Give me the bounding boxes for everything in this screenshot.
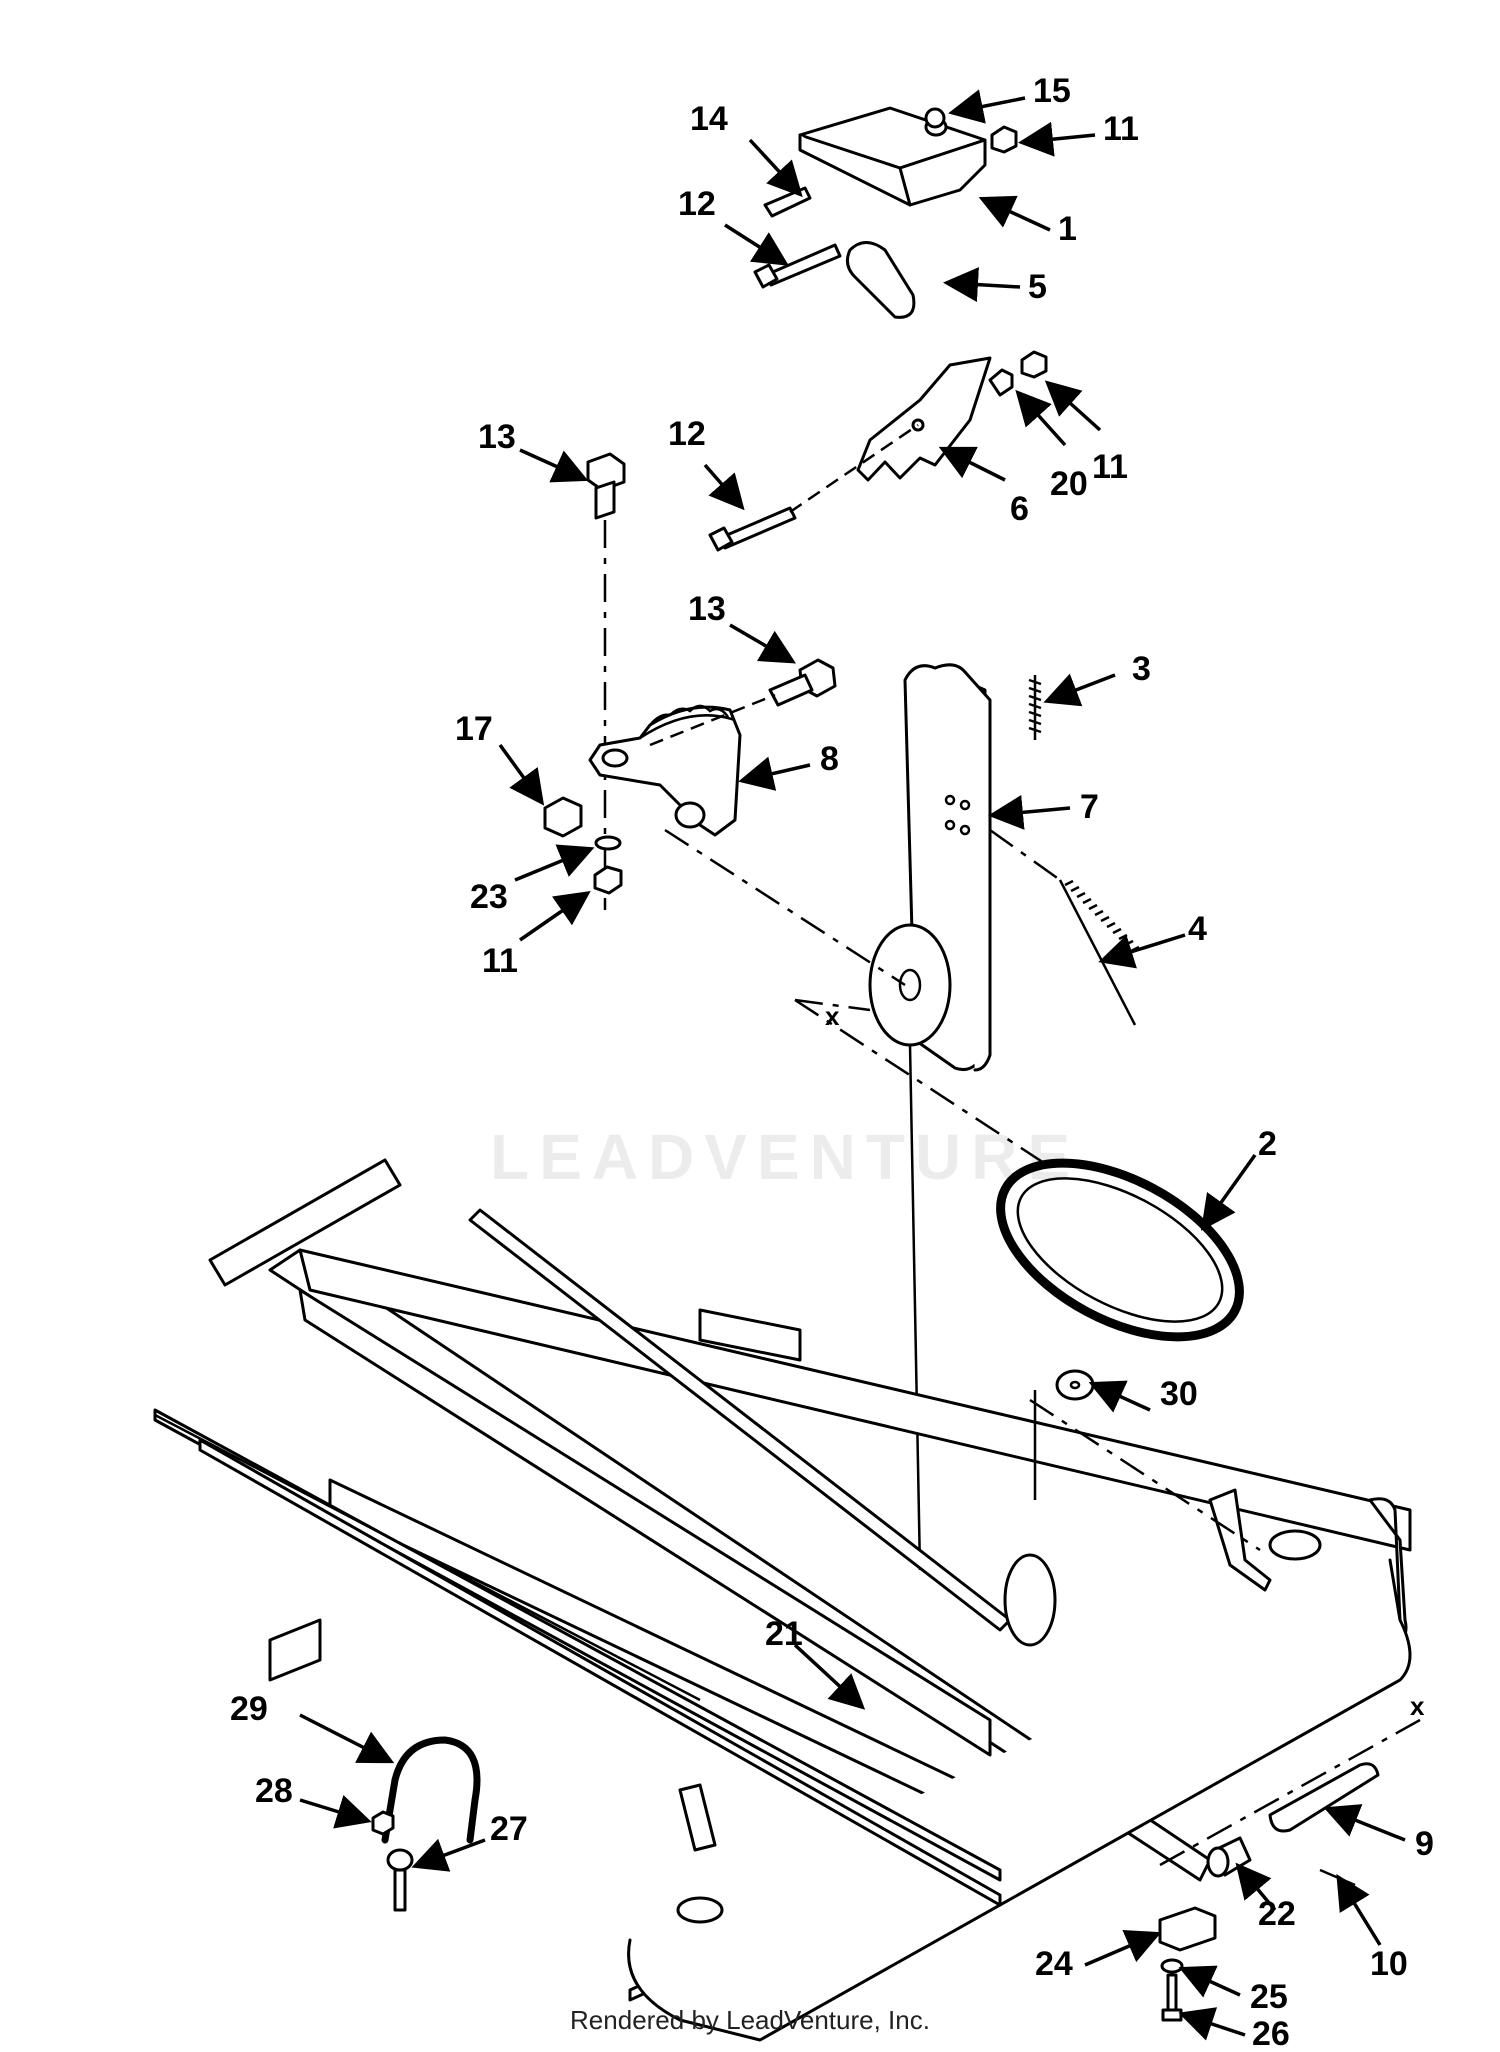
callout-4: 4 <box>1188 910 1207 948</box>
callout-2: 2 <box>1258 1125 1277 1163</box>
callout-11: 11 <box>1103 110 1139 148</box>
callout-x: x <box>825 1001 840 1031</box>
callout-11: 11 <box>1092 448 1128 486</box>
callout-26: 26 <box>1252 2015 1290 2052</box>
spring-small-part <box>1028 675 1042 740</box>
callout-7: 7 <box>1080 788 1099 826</box>
callout-29: 29 <box>230 1690 268 1728</box>
sprocket-part <box>868 923 952 1047</box>
callout-5: 5 <box>1028 268 1047 306</box>
chain-loop-part <box>996 1158 1244 1342</box>
bolt-part-3 <box>586 452 626 520</box>
callout-13: 13 <box>478 418 516 456</box>
callout-22: 22 <box>1258 1895 1296 1933</box>
callout-28: 28 <box>255 1772 293 1810</box>
pedal-bracket-part <box>798 106 987 207</box>
spacer-part-2 <box>543 796 583 838</box>
link-part <box>845 241 916 319</box>
bolt-part-2 <box>708 506 797 552</box>
callout-1: 1 <box>1058 210 1077 248</box>
watermark: LEADVENTURE <box>490 1121 1081 1193</box>
callout-3: 3 <box>1132 650 1151 688</box>
callout-arrows <box>299 89 1406 2041</box>
nut-part-2 <box>1020 350 1048 379</box>
callout-20: 20 <box>1050 465 1088 503</box>
bolt-part-4 <box>768 658 837 707</box>
latch-plate-part <box>856 356 992 482</box>
washer-part-2 <box>1160 1958 1184 1974</box>
lock-washer-part <box>594 835 622 851</box>
pin-part <box>763 186 812 218</box>
callout-15: 15 <box>1033 72 1071 110</box>
pivot-pin-part <box>1268 1762 1380 1833</box>
bushing-part <box>1206 1836 1252 1878</box>
flat-washer-part <box>1055 1369 1095 1401</box>
spacer-part <box>988 368 1014 397</box>
callout-x: x <box>1410 1691 1425 1721</box>
callout-12: 12 <box>668 415 706 453</box>
nut-part-3 <box>593 865 623 895</box>
callout-17: 17 <box>455 710 493 748</box>
eye-bolt-part <box>386 1848 414 1912</box>
callout-8: 8 <box>820 740 839 778</box>
frame-part <box>153 1158 1412 2042</box>
callout-10: 10 <box>1370 1945 1408 1983</box>
connector-part <box>371 1810 395 1836</box>
cotter-pin-part <box>1319 1868 1356 1887</box>
callout-27: 27 <box>490 1810 528 1848</box>
bolt-part <box>753 243 842 289</box>
callout-11: 11 <box>482 942 518 980</box>
callout-6: 6 <box>1010 490 1029 528</box>
washer-part <box>924 107 946 129</box>
callout-25: 25 <box>1250 1978 1288 2016</box>
callout-24: 24 <box>1035 1945 1073 1983</box>
nut-part <box>990 125 1018 154</box>
callout-23: 23 <box>470 878 508 916</box>
callout-12: 12 <box>678 185 716 223</box>
sector-bracket-part <box>588 704 742 837</box>
callout-30: 30 <box>1160 1375 1198 1413</box>
callout-13: 13 <box>688 590 726 628</box>
chain-section-part <box>381 1736 481 1844</box>
clamp-part <box>1158 1906 1217 1952</box>
callout-21: 21 <box>765 1615 803 1653</box>
callout-9: 9 <box>1415 1825 1434 1863</box>
footer-credit: Rendered by LeadVenture, Inc. <box>570 2005 930 2035</box>
callout-14: 14 <box>690 100 728 138</box>
